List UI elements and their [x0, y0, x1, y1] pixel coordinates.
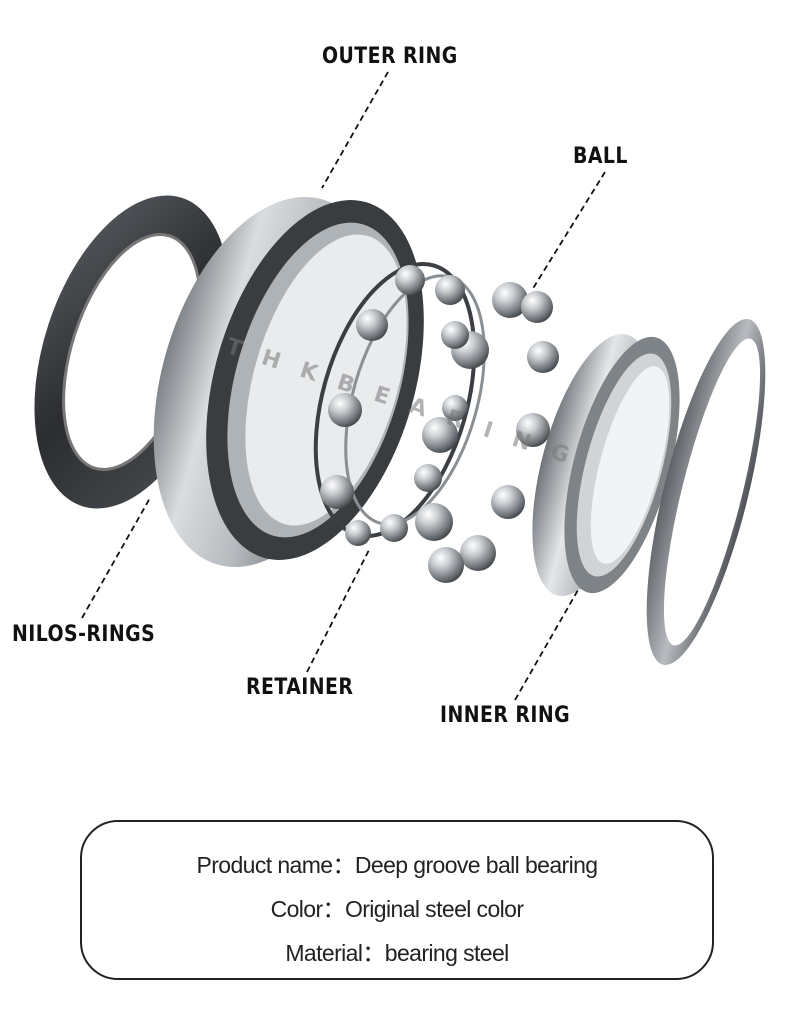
ball: [345, 520, 371, 546]
leader-lines: [81, 71, 606, 701]
ball: [460, 535, 496, 571]
ball: [428, 547, 464, 583]
ball: [441, 321, 469, 349]
ball: [320, 475, 354, 509]
ball: [516, 413, 550, 447]
ball: [415, 503, 453, 541]
nilos-ring-right: [646, 318, 766, 666]
ball: [527, 341, 559, 373]
ball: [492, 282, 528, 318]
ball: [414, 464, 442, 492]
label-ball: BALL: [573, 144, 628, 169]
product-name-line: Product name：Deep groove ball bearing: [196, 852, 599, 878]
label-retainer: RETAINER: [246, 675, 354, 700]
material-line: Material：bearing steel: [285, 940, 509, 966]
color-line: Color：Original steel color: [270, 896, 524, 922]
label-nilos-rings: NILOS-RINGS: [12, 622, 156, 647]
ball: [380, 514, 408, 542]
label-inner-ring: INNER RING: [440, 703, 571, 728]
leader-ball: [531, 171, 606, 291]
ball: [395, 265, 425, 295]
ball: [328, 393, 362, 427]
ball: [422, 417, 458, 453]
ball: [491, 485, 525, 519]
bearing-exploded-diagram: THKBEARING: [34, 71, 766, 701]
leader-inner-ring: [514, 589, 579, 701]
ball: [435, 275, 465, 305]
product-info-box: Product name：Deep groove ball bearing Co…: [80, 820, 714, 980]
ball: [521, 291, 553, 323]
ball: [356, 309, 388, 341]
inner-ring: [532, 333, 680, 597]
label-outer-ring: OUTER RING: [322, 44, 458, 69]
ball: [442, 395, 468, 421]
leader-outer-ring: [321, 71, 389, 189]
leader-nilos: [81, 497, 151, 619]
leader-retainer: [306, 547, 371, 673]
balls-group: [320, 265, 559, 583]
